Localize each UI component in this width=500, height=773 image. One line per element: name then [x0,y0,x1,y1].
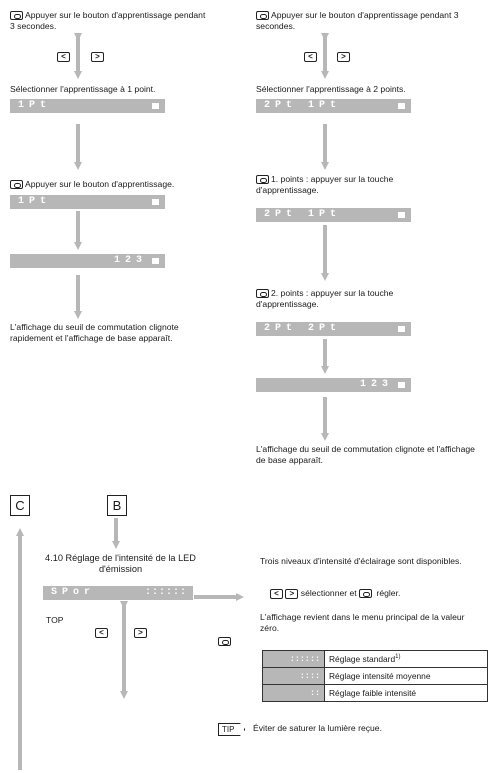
left-result-text: L'affichage du seuil de commutation clig… [10,322,179,343]
lcd-text: 2Pt 1Pt [264,209,342,220]
lcd-block-icon [398,382,405,388]
left-select-text: Sélectionner l'apprentissage à 1 point. [10,84,156,94]
level-bars: :::::: [262,650,325,668]
left-arrow-key-icon: < [304,52,317,62]
footnote-mark: 1) [395,654,401,661]
level-bars: :: [262,684,325,702]
teach-button-icon [10,180,23,190]
right-lcd-value: 123 [256,378,411,392]
top-label: TOP [46,615,64,625]
teach-button-icon [256,289,269,299]
lcd-text: 2Pt 1Pt [264,100,342,111]
lcd-text: 1Pt [18,196,52,207]
teach-button-icon [218,637,231,647]
right-arrow-key-icon: > [337,52,350,62]
lcd-block-icon [398,212,405,218]
right-result-text: L'affichage du seuil de commutation clig… [256,444,475,465]
intensity-levels-table: :::::: Réglage standard1) :::: Réglage i… [262,650,488,702]
right-lcd-step1: 2Pt 1Pt [256,208,411,222]
teach-button-icon [359,589,373,599]
table-row: :::: Réglage intensité moyenne [262,667,488,685]
bottom-lcd-spor: SPor :::::: [43,586,193,600]
left-arrow-key-icon: < [270,589,283,599]
level-bars: :::: [262,667,325,685]
return-text: L'affichage revient dans le menu princip… [260,612,465,633]
levels-intro-text: Trois niveaux d'intensité d'éclairage so… [260,556,462,566]
lcd-block-icon [152,258,159,264]
section-title: 4.10 Réglage de l'intensité de la LED d'… [45,553,196,574]
right-step1-text: 1. points : appuyer sur la touche d'appr… [256,174,394,195]
lcd-text: 2Pt 2Pt [264,323,342,334]
right-lcd-2pt-1pt: 2Pt 1Pt [256,99,411,113]
left-arrow-key-icon: < [95,628,108,638]
lcd-bars: :::::: [144,587,187,598]
level-label: Réglage standard1) [324,650,488,668]
teach-button-icon [256,11,269,21]
right-lcd-step2: 2Pt 2Pt [256,322,411,336]
tip-badge: TIP [218,723,246,736]
level-label: Réglage intensité moyenne [324,667,488,685]
left-lcd-value: 123 [10,254,165,268]
left-press-3s-text: Appuyer sur le bouton d'apprentissage pe… [10,10,206,31]
right-select-text: Sélectionner l'apprentissage à 2 points. [256,84,406,94]
select-text: sélectionner et [300,588,357,598]
table-row: :::::: Réglage standard1) [262,650,488,668]
lcd-block-icon [398,103,405,109]
box-b: B [107,495,127,516]
lcd-block-icon [152,199,159,205]
right-step2-text: 2. points : appuyer sur la touche d'appr… [256,288,394,309]
left-lcd-1pt-2: 1Pt [10,195,165,209]
lcd-block-icon [398,326,405,332]
table-row: :: Réglage faible intensité [262,684,488,702]
lcd-block-icon [152,103,159,109]
lcd-text: SPor [51,587,96,598]
box-c: C [10,495,30,516]
left-press-text: Appuyer sur le bouton d'apprentissage. [10,179,210,190]
right-arrow-key-icon: > [134,628,147,638]
level-label: Réglage faible intensité [324,684,488,702]
right-press-3s-text: Appuyer sur le bouton d'apprentissage pe… [256,10,459,31]
lcd-value-text: 123 [113,255,147,266]
adjust-text: régler. [376,588,401,598]
left-arrow-key-icon: < [57,52,70,62]
left-lcd-1pt: 1Pt [10,99,165,113]
right-arrow-key-icon: > [91,52,104,62]
teach-button-icon [256,175,269,185]
lcd-text: 1Pt [18,100,52,111]
right-arrow-key-icon: > [285,589,299,599]
lcd-value-text: 123 [359,379,393,390]
teach-button-icon [10,11,23,21]
tip-text: Éviter de saturer la lumière reçue. [253,723,382,733]
select-adjust-line: < > sélectionner et régler. [270,588,490,599]
